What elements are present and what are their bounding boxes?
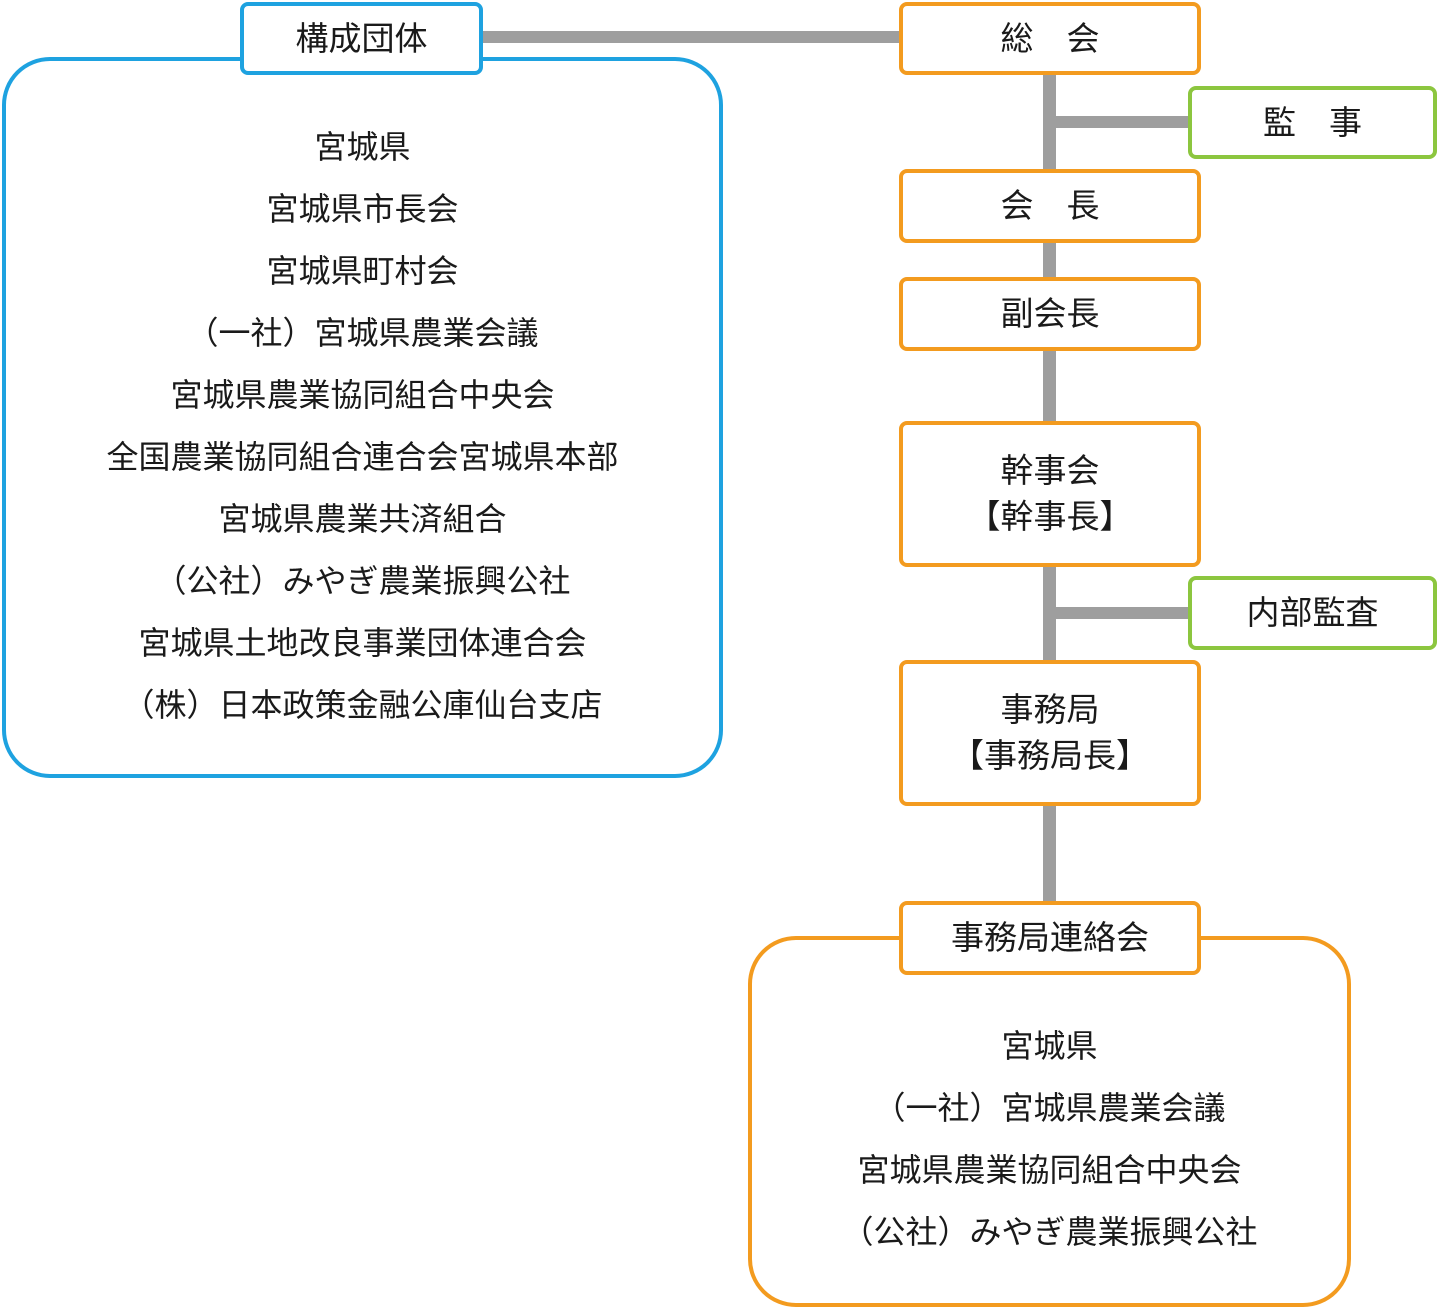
board-label: 幹事会 (1000, 451, 1100, 490)
secretariat-box: 事務局 【事務局長】 (899, 660, 1201, 806)
vice-president-box: 副会長 (899, 277, 1201, 351)
member-item: 宮城県市長会 (266, 190, 459, 228)
members-label-text: 構成団体 (295, 18, 428, 58)
general-meeting-label: 総 会 (1000, 18, 1100, 58)
auditor-box: 監 事 (1188, 86, 1437, 159)
member-item: （一社）宮城県農業会議 (186, 314, 539, 352)
member-item: 宮城県 (314, 128, 411, 166)
president-box: 会 長 (899, 169, 1201, 243)
liaison-panel: 宮城県 （一社）宮城県農業会議 宮城県農業協同組合中央会 （公社）みやぎ農業振興… (748, 936, 1351, 1307)
member-item: 宮城県農業共済組合 (218, 500, 507, 538)
member-item: 宮城県町村会 (266, 252, 459, 290)
internal-audit-box: 内部監査 (1188, 576, 1437, 650)
member-item: 全国農業協同組合連合会宮城県本部 (106, 438, 619, 476)
internal-audit-label: 内部監査 (1246, 593, 1379, 632)
liaison-item: （公社）みやぎ農業振興公社 (841, 1213, 1258, 1251)
president-label: 会 長 (1000, 186, 1100, 225)
liaison-item: （一社）宮城県農業会議 (873, 1089, 1226, 1127)
liaison-label-text: 事務局連絡会 (951, 918, 1149, 957)
members-panel: 宮城県 宮城県市長会 宮城県町村会 （一社）宮城県農業会議 宮城県農業協同組合中… (2, 57, 723, 778)
secretariat-label: 事務局 (1000, 690, 1100, 729)
liaison-item: 宮城県農業協同組合中央会 (857, 1151, 1242, 1189)
board-box: 幹事会 【幹事長】 (899, 421, 1201, 567)
secretariat-head-label: 【事務局長】 (951, 736, 1149, 775)
auditor-label: 監 事 (1263, 102, 1362, 142)
connector-internal-audit (1049, 607, 1192, 619)
board-head-label: 【幹事長】 (967, 497, 1133, 536)
member-item: 宮城県土地改良事業団体連合会 (138, 624, 587, 662)
liaison-label: 事務局連絡会 (899, 901, 1201, 975)
member-item: （公社）みやぎ農業振興公社 (154, 562, 571, 600)
vice-president-label: 副会長 (1000, 294, 1100, 333)
liaison-item: 宮城県 (1001, 1027, 1098, 1065)
members-label: 構成団体 (240, 2, 483, 75)
connector-auditor (1049, 116, 1192, 128)
member-item: 宮城県農業協同組合中央会 (170, 376, 555, 414)
general-meeting-box: 総 会 (899, 2, 1201, 75)
member-item: （株）日本政策金融公庫仙台支店 (122, 686, 603, 724)
connector-members-general (480, 31, 902, 43)
